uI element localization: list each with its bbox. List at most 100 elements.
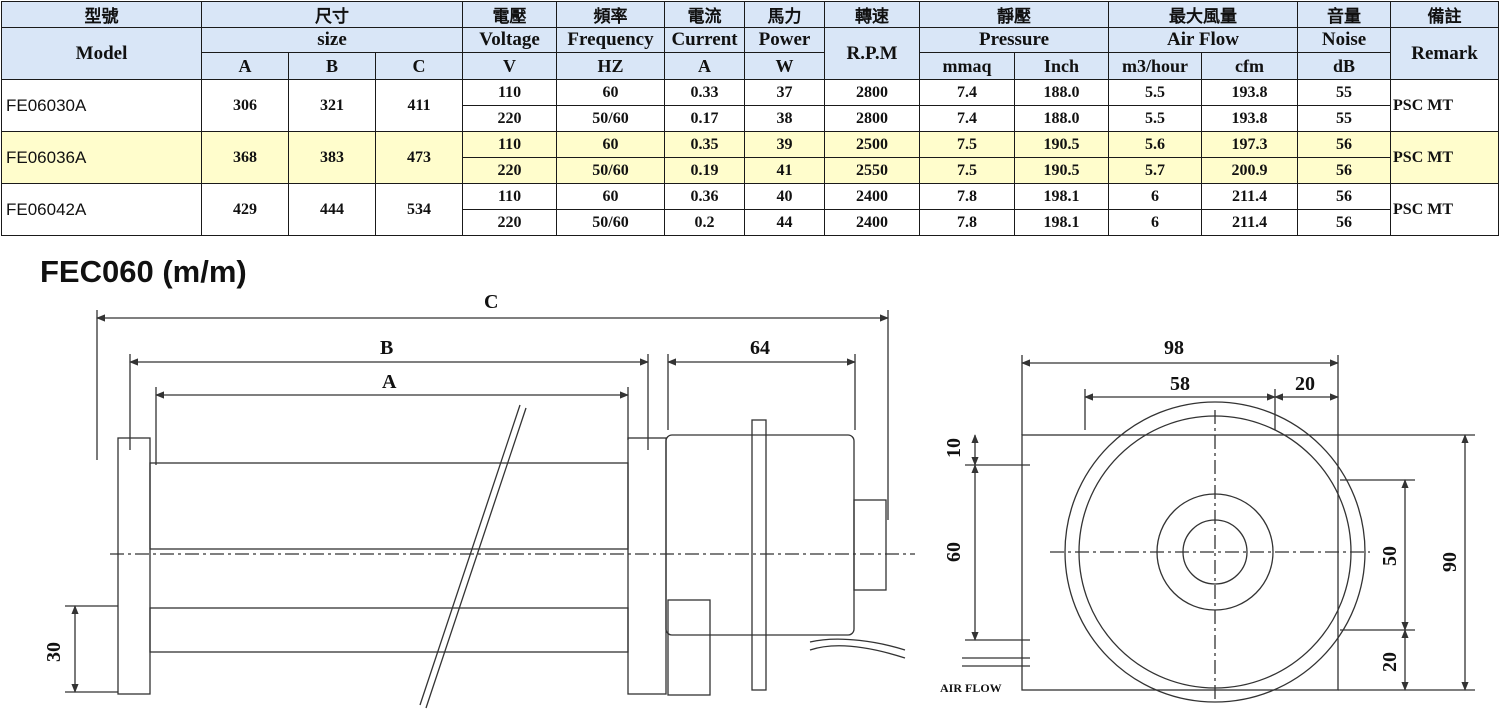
noise-cell: 56 bbox=[1297, 157, 1392, 184]
airflow-label: AIR FLOW bbox=[940, 681, 1002, 695]
dim-label-width-98: 98 bbox=[1164, 337, 1184, 359]
hdr-en-airflow: Air Flow bbox=[1108, 27, 1299, 53]
mmaq-cell: 7.8 bbox=[919, 209, 1016, 236]
header-row-english: Model size Voltage Frequency Current Pow… bbox=[1, 27, 1500, 80]
power-cell: 38 bbox=[744, 105, 826, 132]
hdr-en-rpm: R.P.M bbox=[824, 27, 921, 80]
inch-cell: 190.5 bbox=[1014, 157, 1110, 184]
frequency-cell: 60 bbox=[556, 131, 666, 158]
dim-label-height-30: 30 bbox=[43, 642, 65, 662]
hdr-zh-model: 型號 bbox=[1, 1, 202, 28]
hdr-unit-c: C bbox=[374, 52, 464, 80]
hdr-en-size: size bbox=[200, 27, 464, 53]
hdr-unit-voltage: V bbox=[462, 52, 558, 80]
cfm-cell: 193.8 bbox=[1201, 105, 1299, 132]
cfm-cell: 211.4 bbox=[1201, 209, 1299, 236]
voltage-cell: 110 bbox=[462, 131, 558, 158]
frequency-cell: 50/60 bbox=[556, 209, 666, 236]
rpm-cell: 2400 bbox=[824, 183, 921, 210]
model-cell: FE06036A bbox=[1, 131, 202, 184]
inch-cell: 188.0 bbox=[1014, 105, 1110, 132]
power-cell: 41 bbox=[744, 157, 826, 184]
inch-cell: 198.1 bbox=[1014, 209, 1110, 236]
hdr-zh-airflow: 最大風量 bbox=[1108, 1, 1299, 28]
dim-label-h60: 60 bbox=[943, 542, 965, 562]
mmaq-cell: 7.5 bbox=[919, 157, 1016, 184]
hdr-zh-power: 馬力 bbox=[744, 1, 826, 28]
hdr-en-voltage: Voltage bbox=[462, 27, 558, 53]
voltage-cell: 110 bbox=[462, 79, 558, 106]
header-row-units: A B C V HZ A W mmaq Inch m3/hour cfm dB bbox=[2, 52, 1499, 80]
dim-label-a: A bbox=[382, 371, 397, 393]
frequency-cell: 60 bbox=[556, 183, 666, 210]
dim-label-b: B bbox=[380, 337, 393, 359]
hdr-unit-mmaq: mmaq bbox=[919, 52, 1016, 80]
dim-b-cell: 321 bbox=[288, 79, 376, 132]
dimension-drawing: C B A 64 30 98 58 20 10 60 50 90 20 AIR … bbox=[43, 291, 1475, 709]
dim-b-cell: 444 bbox=[288, 183, 376, 236]
current-cell: 0.2 bbox=[664, 209, 746, 236]
hdr-unit-frequency: HZ bbox=[556, 52, 666, 80]
inch-cell: 198.1 bbox=[1014, 183, 1110, 210]
rpm-cell: 2550 bbox=[824, 157, 921, 184]
hdr-unit-m3h: m3/hour bbox=[1108, 52, 1203, 80]
hdr-unit-a: A bbox=[201, 52, 289, 80]
hdr-unit-cfm: cfm bbox=[1201, 52, 1299, 80]
rpm-cell: 2500 bbox=[824, 131, 921, 158]
noise-cell: 56 bbox=[1297, 183, 1392, 210]
m3h-cell: 5.5 bbox=[1108, 79, 1203, 106]
mmaq-cell: 7.5 bbox=[919, 131, 1016, 158]
hdr-zh-noise: 音量 bbox=[1297, 1, 1392, 28]
remark-cell: PSC MT bbox=[1390, 183, 1500, 236]
hdr-en-pressure: Pressure bbox=[919, 27, 1110, 53]
dim-c-cell: 473 bbox=[374, 131, 464, 184]
hdr-en-model: Model bbox=[1, 27, 202, 80]
mmaq-cell: 7.8 bbox=[919, 183, 1016, 210]
model-cell: FE06042A bbox=[1, 183, 202, 236]
hdr-unit-power: W bbox=[744, 52, 826, 80]
hdr-unit-noise: dB bbox=[1297, 52, 1392, 80]
frequency-cell: 50/60 bbox=[556, 105, 666, 132]
voltage-cell: 110 bbox=[462, 183, 558, 210]
m3h-cell: 5.6 bbox=[1108, 131, 1203, 158]
frequency-cell: 50/60 bbox=[556, 157, 666, 184]
dim-label-h20: 20 bbox=[1379, 652, 1401, 672]
hdr-unit-b: B bbox=[288, 52, 376, 80]
current-cell: 0.33 bbox=[664, 79, 746, 106]
hdr-unit-inch: Inch bbox=[1014, 52, 1110, 80]
remark-cell: PSC MT bbox=[1390, 79, 1500, 132]
cfm-cell: 200.9 bbox=[1201, 157, 1299, 184]
model-cell: FE06030A bbox=[1, 79, 202, 132]
hdr-zh-voltage: 電壓 bbox=[462, 1, 558, 28]
noise-cell: 55 bbox=[1297, 79, 1392, 106]
hdr-en-noise: Noise bbox=[1297, 27, 1392, 53]
hdr-zh-frequency: 頻率 bbox=[556, 1, 666, 28]
voltage-cell: 220 bbox=[462, 105, 558, 132]
current-cell: 0.35 bbox=[664, 131, 746, 158]
hdr-en-power: Power bbox=[744, 27, 826, 53]
spec-table: 型號 尺寸 電壓 頻率 電流 馬力 轉速 靜壓 最大風量 音量 備註 Model… bbox=[1, 1, 1500, 236]
current-cell: 0.19 bbox=[664, 157, 746, 184]
hdr-en-current: Current bbox=[664, 27, 746, 53]
rpm-cell: 2400 bbox=[824, 209, 921, 236]
m3h-cell: 6 bbox=[1108, 209, 1203, 236]
rpm-cell: 2800 bbox=[824, 79, 921, 106]
hdr-zh-size: 尺寸 bbox=[200, 1, 464, 28]
current-cell: 0.17 bbox=[664, 105, 746, 132]
dim-label-h10: 10 bbox=[943, 438, 965, 458]
m3h-cell: 5.5 bbox=[1108, 105, 1203, 132]
current-cell: 0.36 bbox=[664, 183, 746, 210]
noise-cell: 56 bbox=[1297, 209, 1392, 236]
m3h-cell: 6 bbox=[1108, 183, 1203, 210]
mmaq-cell: 7.4 bbox=[919, 105, 1016, 132]
voltage-cell: 220 bbox=[462, 157, 558, 184]
m3h-cell: 5.7 bbox=[1108, 157, 1203, 184]
dim-b-cell: 383 bbox=[288, 131, 376, 184]
cfm-cell: 197.3 bbox=[1201, 131, 1299, 158]
cfm-cell: 211.4 bbox=[1201, 183, 1299, 210]
